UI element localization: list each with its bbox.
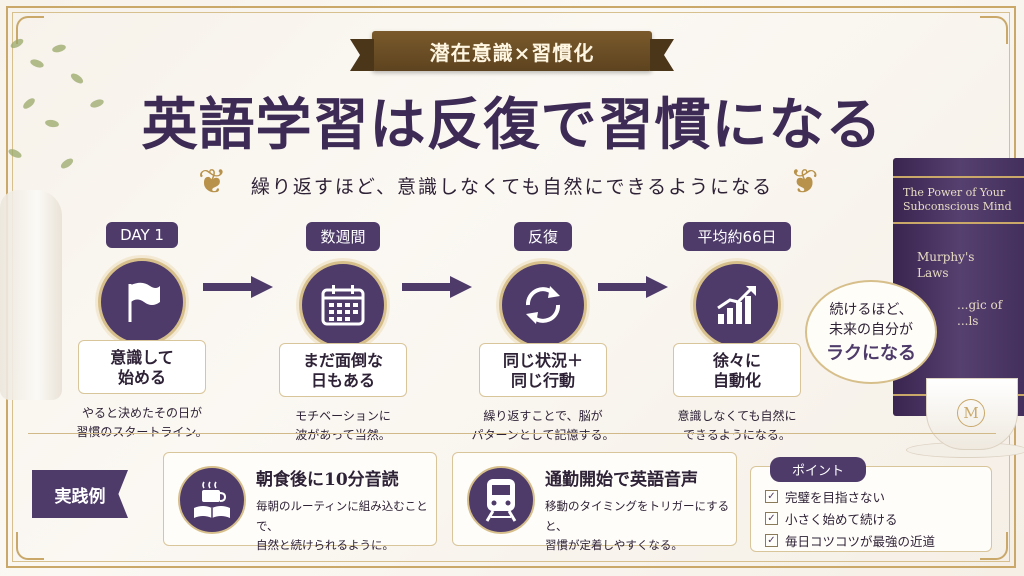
step-box-line: 同じ状況＋ bbox=[502, 351, 583, 370]
step-desc-line: 繰り返すことで、脳が bbox=[483, 409, 603, 423]
corner-ornament bbox=[980, 16, 1008, 44]
page-title: 英語学習は反復で習慣になる bbox=[141, 92, 883, 158]
step-box: 同じ状況＋ 同じ行動 bbox=[479, 343, 607, 397]
step-box: 意識して 始める bbox=[78, 340, 206, 394]
card-title: 朝食後に10分音読 bbox=[256, 470, 399, 490]
reading-coffee-icon bbox=[178, 466, 246, 534]
point-item: ✓ 毎日コツコツが最強の近道 bbox=[765, 531, 935, 550]
teacup-decoration: M bbox=[926, 378, 1018, 450]
corner-ornament bbox=[16, 16, 44, 44]
step-desc-line: 意識しなくても自然に bbox=[677, 409, 797, 423]
book-title-line: Subconscious Mind bbox=[903, 200, 1012, 214]
step-desc-line: 波があって当然。 bbox=[295, 427, 391, 442]
point-text: 小さく始めて続ける bbox=[785, 512, 898, 527]
book-title-line: Laws bbox=[917, 265, 949, 280]
laurel-right-icon: ❦ bbox=[790, 162, 819, 202]
point-item: ✓ 完璧を目指さない bbox=[765, 487, 935, 506]
step-description: 意識しなくても自然に できるようになる。 bbox=[652, 407, 822, 444]
point-text: 毎日コツコツが最強の近道 bbox=[785, 534, 936, 549]
encouragement-badge: 続けるほど、 未来の自分が ラクになる bbox=[805, 280, 937, 384]
vase-decoration bbox=[0, 190, 62, 400]
step-box-line: まだ面倒な bbox=[302, 351, 383, 370]
step-description: 繰り返すことで、脳が パターンとして記憶する。 bbox=[458, 407, 628, 444]
step-66days: 平均約66日 徐々に 自動化 意識しなくても自然に できるようになる。 bbox=[652, 222, 822, 444]
step-weeks: 数週間 まだ面倒な 日もある モチベーションに 波があって当然。 bbox=[258, 222, 428, 444]
cup-monogram: M bbox=[957, 399, 985, 427]
card-desc-line: 習慣が定着しやすくなる。 bbox=[545, 538, 683, 553]
step-tag: 数週間 bbox=[306, 222, 380, 251]
card-description: 毎朝のルーティンに組み込むことで、 自然と続けられるように。 bbox=[256, 497, 436, 556]
corner-ornament bbox=[16, 532, 44, 560]
arrow-right-icon bbox=[402, 276, 472, 298]
train-icon bbox=[467, 466, 535, 534]
step-description: やると決めたその日が 習慣のスタートライン。 bbox=[57, 404, 227, 441]
step-desc-line: 習慣のスタートライン。 bbox=[76, 424, 208, 439]
repeat-icon bbox=[499, 261, 587, 349]
badge-emphasis: ラクになる bbox=[826, 342, 916, 364]
book-title-line: Murphy's bbox=[917, 250, 975, 264]
step-box: 徐々に 自動化 bbox=[673, 343, 801, 397]
book-stack: The Power of Your Subconscious Mind Murp… bbox=[893, 158, 1024, 416]
points-list: ✓ 完璧を目指さない ✓ 小さく始めて続ける ✓ 毎日コツコツが最強の近道 bbox=[765, 487, 935, 553]
points-label: ポイント bbox=[770, 457, 867, 482]
step-box-line: 意識して bbox=[110, 348, 174, 367]
growth-chart-icon bbox=[693, 261, 781, 349]
book-title: Murphy's Laws bbox=[917, 250, 974, 281]
step-box-line: 日もある bbox=[310, 371, 375, 390]
badge-line: 続けるほど、 bbox=[829, 302, 913, 318]
step-box-line: 徐々に bbox=[712, 351, 761, 370]
laurel-left-icon: ❦ bbox=[198, 162, 227, 202]
step-box-line: 同じ行動 bbox=[510, 371, 575, 390]
checkbox-icon: ✓ bbox=[765, 512, 778, 525]
corner-ornament bbox=[980, 532, 1008, 560]
book-title-line: ...ls bbox=[957, 313, 979, 328]
book-title-line: The Power of Your bbox=[903, 186, 1006, 199]
card-title: 通勤開始で英語音声 bbox=[545, 470, 698, 490]
point-item: ✓ 小さく始めて続ける bbox=[765, 509, 935, 528]
step-tag: DAY 1 bbox=[106, 222, 178, 248]
arrow-right-icon bbox=[203, 276, 273, 298]
card-desc-line: 移動のタイミングをトリガーにすると、 bbox=[545, 499, 730, 533]
step-box-line: 始める bbox=[117, 368, 166, 387]
step-description: モチベーションに 波があって当然。 bbox=[258, 407, 428, 444]
practice-card-reading: 朝食後に10分音読 毎朝のルーティンに組み込むことで、 自然と続けられるように。 bbox=[163, 452, 437, 552]
step-day1: DAY 1 意識して 始める やると決めたその日が 習慣のスタートライン。 bbox=[57, 222, 227, 441]
step-tag: 反復 bbox=[513, 222, 572, 251]
step-box-line: 自動化 bbox=[712, 371, 761, 390]
step-tag: 平均約66日 bbox=[683, 222, 791, 251]
book-title: ...gic of ...ls bbox=[957, 298, 1002, 329]
arrow-right-icon bbox=[598, 276, 668, 298]
step-box: まだ面倒な 日もある bbox=[279, 343, 407, 397]
practice-card-commute: 通勤開始で英語音声 移動のタイミングをトリガーにすると、 習慣が定着しやすくなる… bbox=[452, 452, 737, 552]
step-desc-line: できるようになる。 bbox=[683, 427, 791, 442]
step-desc-line: モチベーションに bbox=[295, 409, 391, 423]
card-description: 移動のタイミングをトリガーにすると、 習慣が定着しやすくなる。 bbox=[545, 497, 736, 556]
page-subtitle: 繰り返すほど、意識しなくても自然にできるようになる bbox=[250, 176, 774, 198]
card-desc-line: 毎朝のルーティンに組み込むことで、 bbox=[256, 499, 428, 533]
step-desc-line: やると決めたその日が bbox=[81, 406, 202, 420]
section-divider bbox=[28, 433, 996, 434]
step-repeat: 反復 同じ状況＋ 同じ行動 繰り返すことで、脳が パターンとして記憶する。 bbox=[458, 222, 628, 444]
badge-line: 未来の自分が bbox=[829, 322, 913, 339]
calendar-icon bbox=[299, 261, 387, 349]
point-text: 完璧を目指さない bbox=[785, 490, 886, 505]
checkbox-icon: ✓ bbox=[765, 534, 778, 547]
card-desc-line: 自然と続けられるように。 bbox=[256, 538, 394, 553]
checkbox-icon: ✓ bbox=[765, 490, 778, 503]
book-title: The Power of Your Subconscious Mind bbox=[903, 186, 1012, 215]
book-title-line: ...gic of bbox=[957, 298, 1003, 312]
step-desc-line: パターンとして記憶する。 bbox=[471, 427, 615, 442]
header-ribbon: 潜在意識×習慣化 bbox=[350, 31, 674, 71]
flag-icon bbox=[98, 258, 186, 346]
ribbon-label: 潜在意識×習慣化 bbox=[429, 40, 595, 65]
practice-label: 実践例 bbox=[32, 470, 128, 518]
